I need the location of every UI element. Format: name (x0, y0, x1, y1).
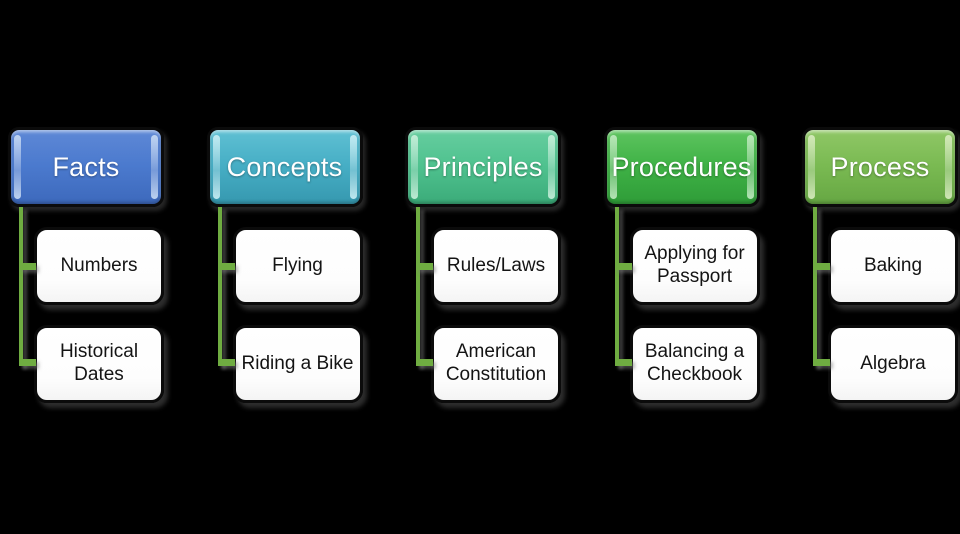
header-label: Concepts (226, 151, 343, 182)
column-procedures: Procedures Applying for Passport Balanci… (603, 127, 760, 403)
header-box-concepts: Concepts (206, 127, 363, 207)
header-box-procedures: Procedures (603, 127, 760, 207)
child-box: Algebra (828, 325, 958, 403)
connector-elbow (217, 359, 235, 366)
header-box-facts: Facts (8, 127, 164, 207)
connector-elbow (217, 263, 235, 270)
child-box: American Constitution (431, 325, 561, 403)
column-principles: Principles Rules/Laws American Constitut… (405, 127, 561, 403)
child-box: Flying (232, 227, 363, 305)
connector-elbow (19, 263, 36, 270)
header-label: Facts (52, 151, 120, 182)
connector-elbow (614, 263, 632, 270)
connector-elbow (416, 359, 433, 366)
column-concepts: Concepts Flying Riding a Bike (206, 127, 363, 403)
connector-line (416, 207, 420, 366)
child-label: Baking (863, 254, 923, 276)
child-label: Applying for Passport (644, 243, 745, 287)
connector-line (813, 207, 817, 366)
connector-elbow (416, 263, 433, 270)
child-box: Historical Dates (34, 325, 164, 403)
connector-line (19, 207, 23, 366)
header-label: Principles (423, 151, 543, 182)
header-label: Process (830, 151, 930, 182)
column-process: Process Baking Algebra (802, 127, 958, 403)
child-label: Balancing a Checkbook (644, 341, 745, 385)
child-label: Historical Dates (59, 341, 139, 385)
child-box: Riding a Bike (232, 325, 363, 403)
header-box-principles: Principles (405, 127, 561, 207)
child-label: Algebra (860, 352, 926, 374)
connector-elbow (813, 359, 830, 366)
header-box-process: Process (802, 127, 958, 207)
column-facts: Facts Numbers Historical Dates (8, 127, 164, 403)
connector-elbow (614, 359, 632, 366)
child-label: Numbers (60, 254, 138, 276)
connector-line (217, 207, 222, 366)
connector-line (614, 207, 619, 366)
child-label: Riding a Bike (241, 352, 354, 374)
child-box: Numbers (34, 227, 164, 305)
child-box: Rules/Laws (431, 227, 561, 305)
child-box: Baking (828, 227, 958, 305)
child-box: Balancing a Checkbook (629, 325, 760, 403)
connector-elbow (19, 359, 36, 366)
diagram-columns-row: Facts Numbers Historical Dates Concepts … (8, 127, 958, 403)
connector-elbow (813, 263, 830, 270)
child-label: American Constitution (445, 341, 547, 385)
child-label: Rules/Laws (446, 254, 546, 276)
child-box: Applying for Passport (629, 227, 760, 305)
header-label: Procedures (611, 151, 752, 182)
child-label: Flying (272, 254, 323, 276)
